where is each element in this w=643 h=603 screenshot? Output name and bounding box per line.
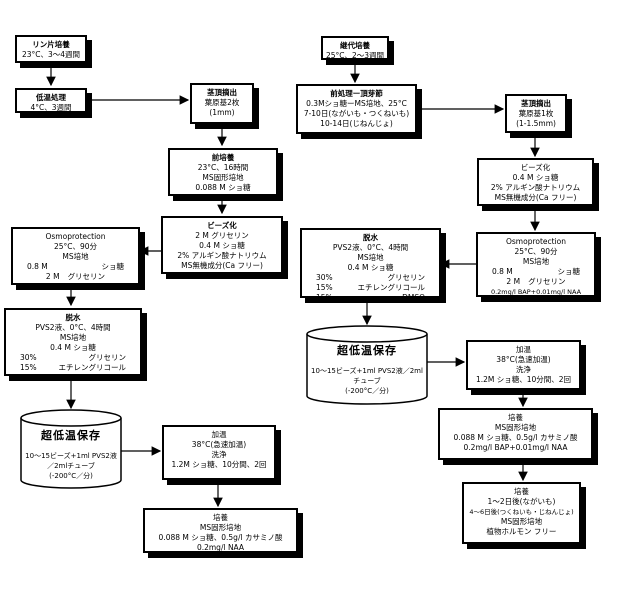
step-warming-r: 加温 38°C(急速加温) 洗浄 1.2M ショ糖、10分間、2回 [466,340,581,390]
component-row: 15%エチレングリコール [20,363,126,372]
component-row: 15%エチレングリコール [316,283,425,292]
step-regrowth-culture-r: 培養 1～2日後(ながいも) 4～6日後(つくねいも・じねんじょ) MS固形培地… [462,482,581,544]
step-dehydration-r: 脱水 PVS2液、0°C、4時間 MS培地 0.4 M ショ糖 30%グリセリン… [300,228,441,302]
step-encapsulation: ビーズ化 2 M グリセリン 0.4 M ショ糖 2% アルギン酸ナトリウム M… [161,216,283,274]
component-row: 30%グリセリン [316,273,425,282]
step-dehydration: 脱水 PVS2液、0°C、4時間 MS培地 0.4 M ショ糖 30%グリセリン… [4,308,142,382]
cryopreservation-cylinder-r: 超低温保存 10～15ビーズ+1ml PVS2液／2ml チューブ (-200°… [305,324,429,406]
step-shoot-tip-excision: 茎頂摘出 葉原基2枚 (1mm) [190,83,254,124]
step-regrowth-culture: 培養 MS固形培地 0.088 M ショ糖、0.5g/l カサミノ酸 0.2mg… [143,508,298,553]
step-scale-culture: リン片培養 23°C、3～4週間 [15,35,87,63]
component-row: 15%DMSO [316,293,425,302]
step-shoot-tip-excision-r: 茎頂摘出 葉原基1枚 (1-1.5mm) [505,94,567,133]
step-cold-treatment: 低温処理 4°C、3週間 [15,88,87,113]
component-row: 30%グリセリン [20,353,126,362]
step-preculture: 前培養 23°C、16時間 MS固形培地 0.088 M ショ糖 [168,148,278,196]
step-warming: 加温 38°C(急速加温) 洗浄 1.2M ショ糖、10分間、2回 [162,425,276,480]
component-row: 15%DMSO [20,373,126,382]
step-pretreatment-nodal: 前処理ー頂芽節 0.3Mショ糖ーMS培地、25°C 7-10日(ながいも・つくね… [296,84,417,134]
cryopreservation-cylinder: 超低温保存 10～15ビーズ+1ml PVS2液 ／2mlチューブ (-200°… [19,408,123,490]
cylinder-shape [306,325,428,405]
step-encapsulation-r: ビーズ化 0.4 M ショ糖 2% アルギン酸ナトリウム MS無機成分(Ca フ… [477,158,594,206]
step-culture-r: 培養 MS固形培地 0.088 M ショ糖、0.5g/l カサミノ酸 0.2mg… [438,408,593,460]
cylinder-shape [20,409,122,489]
step-subculture: 継代培養 25°C、2～3週間 [321,36,389,60]
